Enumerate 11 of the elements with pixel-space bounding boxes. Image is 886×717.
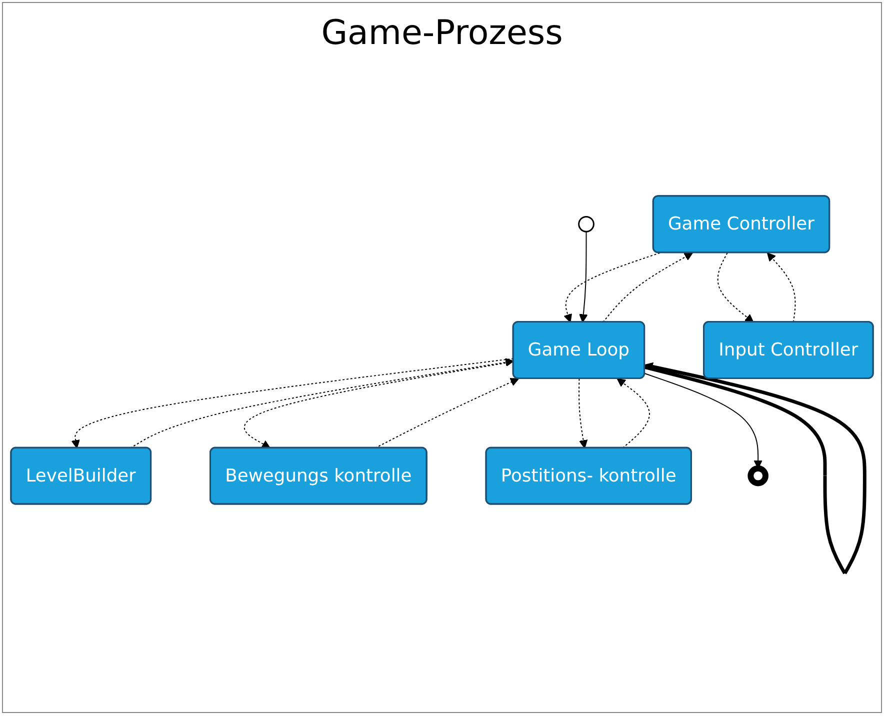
arrow (717, 252, 754, 322)
arrow (564, 252, 660, 322)
arrow (578, 378, 588, 448)
arrow (579, 230, 588, 322)
node-circle (748, 465, 768, 486)
arrow (766, 252, 796, 322)
arrow (644, 362, 866, 574)
arrow (602, 252, 693, 322)
arrow (616, 378, 650, 448)
diagram-title: Game-Prozess (321, 13, 563, 53)
node-circle (578, 216, 594, 232)
